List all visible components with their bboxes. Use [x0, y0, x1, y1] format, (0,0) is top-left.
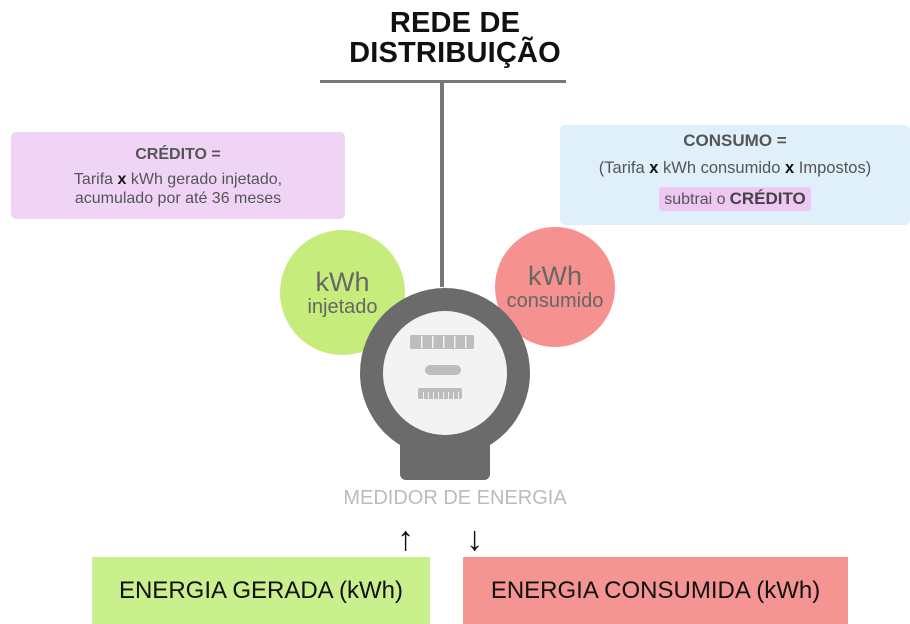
- title-line-1: REDE DE: [389, 7, 521, 39]
- title-line-2: DISTRIBUIÇÃO: [349, 37, 561, 69]
- page-title: REDE DE DISTRIBUIÇÃO: [255, 8, 655, 68]
- consumo-impostos: Impostos): [798, 159, 872, 177]
- bubble-kwh-label: kWh: [528, 261, 582, 291]
- consumo-box: CONSUMO = (Tarifa x kWh consumido x Impo…: [560, 125, 910, 225]
- credit-heading: CRÉDITO =: [135, 146, 221, 163]
- energy-meter-icon: [360, 288, 530, 480]
- subtrai-label: subtrai o: [664, 191, 726, 208]
- consumo-tarifa: (Tarifa: [598, 159, 645, 177]
- energia-consumida-box: ENERGIA CONSUMIDA (kWh): [463, 557, 848, 624]
- bubble-consumido-label: consumido: [506, 290, 604, 312]
- meter-label: MEDIDOR DE ENERGIA: [343, 487, 567, 509]
- grid-vertical-line: [440, 82, 444, 287]
- credit-kwh-gerado: kWh gerado injetado,: [130, 171, 283, 188]
- grid-horizontal-line: [320, 80, 566, 83]
- consumo-formula: (Tarifa x kWh consumido x Impostos): [560, 159, 910, 178]
- energia-consumida-label: ENERGIA CONSUMIDA (kWh): [490, 576, 821, 604]
- credito-label: CRÉDITO: [729, 189, 806, 208]
- credit-box: CRÉDITO = Tarifa x kWh gerado injetado, …: [11, 132, 345, 219]
- credit-tarifa: Tarifa: [73, 171, 114, 188]
- credit-multiply: x: [117, 171, 127, 188]
- energia-gerada-label: ENERGIA GERADA (kWh): [118, 576, 404, 604]
- bubble-injetado-label: injetado: [307, 295, 378, 318]
- energia-gerada-box: ENERGIA GERADA (kWh): [92, 557, 430, 624]
- credit-line-1: Tarifa x kWh gerado injetado,: [11, 170, 345, 189]
- arrow-down-icon: ↓: [466, 520, 483, 558]
- consumo-kwh: kWh consumido: [663, 159, 781, 177]
- consumo-heading: CONSUMO =: [683, 131, 787, 150]
- arrow-up-icon: ↑: [397, 520, 414, 558]
- meter-digit-separators: [421, 336, 467, 399]
- consumo-multiply-1: x: [649, 159, 659, 177]
- credit-line-2: acumulado por até 36 meses: [74, 190, 282, 207]
- bubble-kwh-label: kWh: [315, 266, 370, 297]
- consumo-multiply-2: x: [784, 159, 795, 177]
